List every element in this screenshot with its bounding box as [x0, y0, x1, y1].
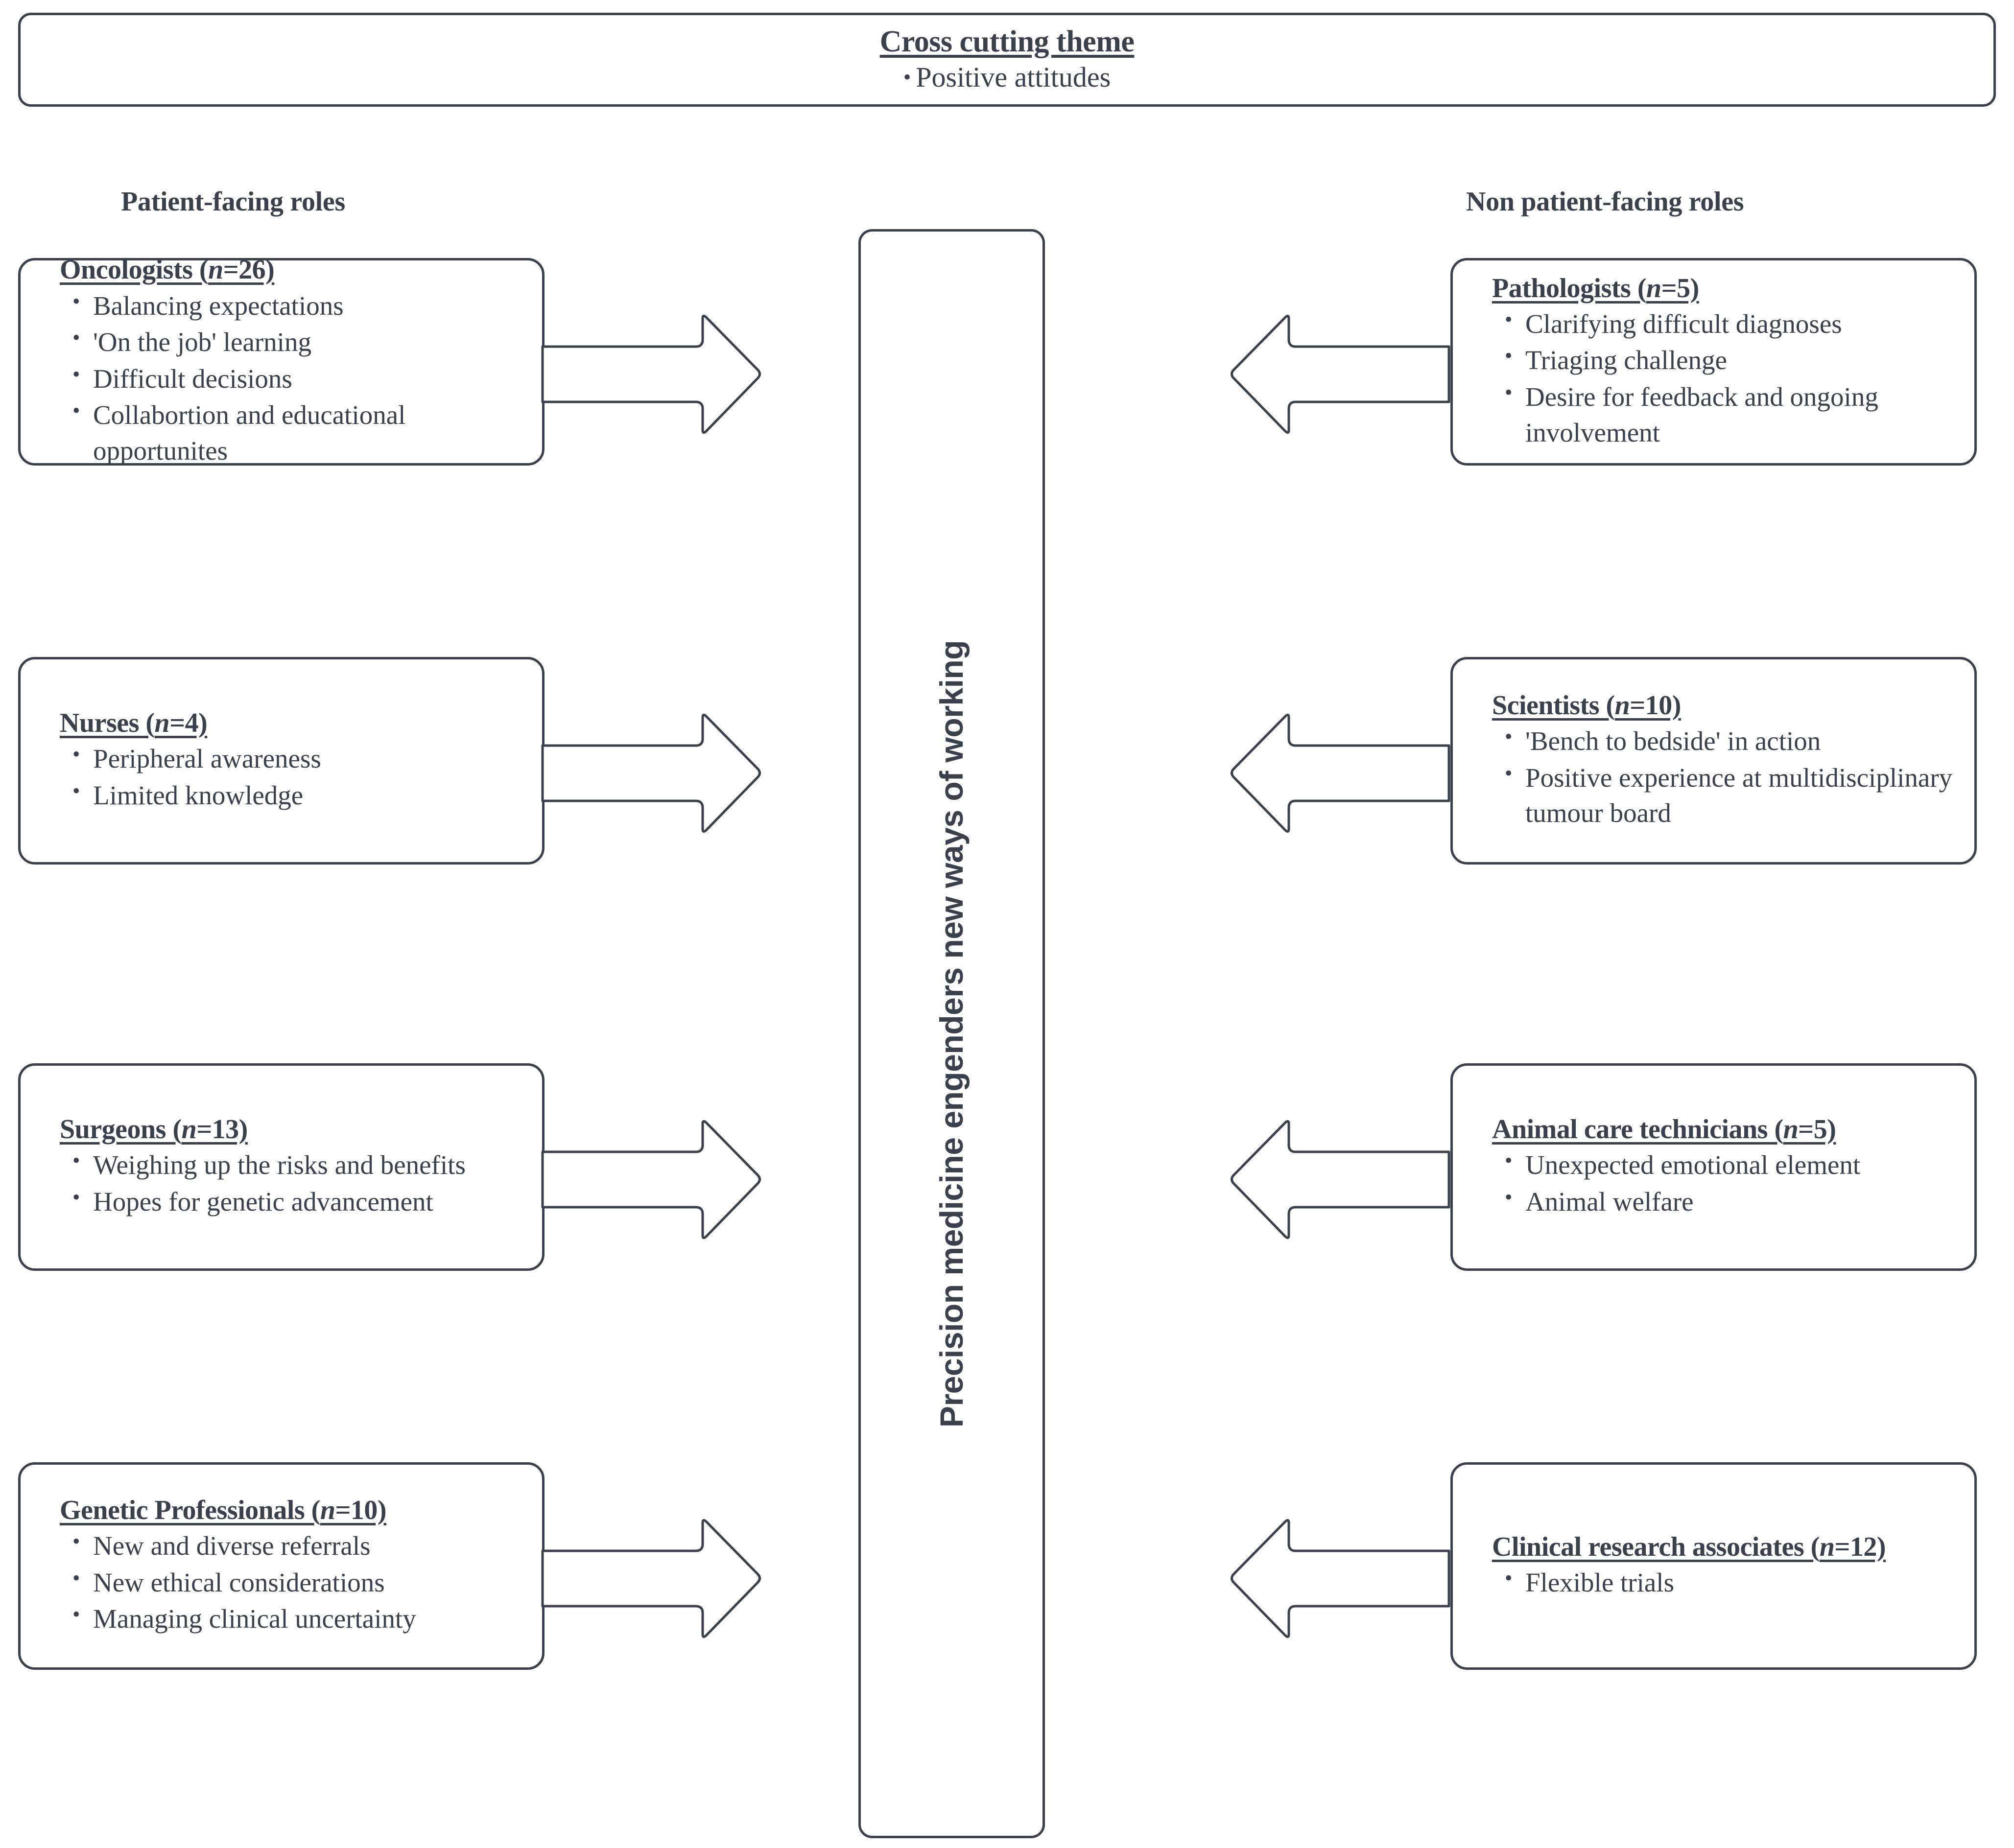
role-title-surgeons: Surgeons (n=13) — [60, 1114, 248, 1145]
role-title-scientists: Scientists (n=10) — [1492, 690, 1681, 721]
arrow-right-oncologists — [541, 314, 761, 434]
cross-cutting-theme-title: Cross cutting theme — [879, 25, 1135, 59]
cross-cutting-theme-box: Cross cutting theme •Positive attitudes — [18, 13, 1996, 107]
list-item: Managing clinical uncertainty — [71, 1600, 522, 1637]
list-item: 'Bench to bedside' in action — [1503, 723, 1955, 759]
list-item: Desire for feedback and ongoing involvem… — [1503, 378, 1955, 450]
list-item: Weighing up the risks and benefits — [71, 1146, 522, 1183]
role-title-clinical-research-associates: Clinical research associates (n=12) — [1492, 1531, 1886, 1562]
role-bullets-oncologists: Balancing expectations 'On the job' lear… — [60, 287, 522, 469]
role-box-surgeons: Surgeons (n=13) Weighing up the risks an… — [18, 1063, 545, 1271]
list-item: Balancing expectations — [71, 287, 522, 324]
arrow-right-nurses — [541, 713, 761, 833]
arrow-right-genetic-professionals — [541, 1519, 761, 1638]
arrow-left-pathologists — [1231, 314, 1450, 434]
arrow-left-scientists — [1231, 713, 1450, 833]
role-box-animal-care-technicians: Animal care technicians (n=5) Unexpected… — [1450, 1063, 1977, 1271]
role-bullets-surgeons: Weighing up the risks and benefits Hopes… — [60, 1146, 522, 1220]
role-box-oncologists: Oncologists (n=26) Balancing expectation… — [18, 255, 545, 469]
column-heading-non-patient-facing: Non patient-facing roles — [1466, 187, 1744, 217]
central-theme-label: Precision medicine engenders new ways of… — [933, 640, 970, 1427]
role-box-pathologists: Pathologists (n=5) Clarifying difficult … — [1450, 258, 1977, 466]
list-item: 'On the job' learning — [71, 324, 522, 360]
role-bullets-genetic-professionals: New and diverse referrals New ethical co… — [60, 1527, 522, 1637]
role-box-clinical-research-associates: Clinical research associates (n=12) Flex… — [1450, 1462, 1977, 1670]
central-theme-box: Precision medicine engenders new ways of… — [858, 229, 1045, 1838]
list-item: Clarifying difficult diagnoses — [1503, 305, 1955, 342]
role-title-genetic-professionals: Genetic Professionals (n=10) — [60, 1495, 387, 1526]
list-item: Difficult decisions — [71, 360, 522, 397]
arrow-left-animal-care-technicians — [1231, 1120, 1450, 1240]
role-bullets-animal-care-technicians: Unexpected emotional element Animal welf… — [1492, 1146, 1955, 1220]
list-item: Flexible trials — [1503, 1564, 1955, 1601]
role-title-nurses: Nurses (n=4) — [60, 708, 208, 739]
cross-cutting-theme-bullet-label: Positive attitudes — [916, 61, 1111, 94]
list-item: New and diverse referrals — [71, 1527, 522, 1564]
arrow-right-surgeons — [541, 1120, 761, 1240]
role-bullets-scientists: 'Bench to bedside' in action Positive ex… — [1492, 723, 1955, 831]
cross-cutting-theme-bullet: •Positive attitudes — [903, 61, 1111, 94]
role-bullets-clinical-research-associates: Flexible trials — [1492, 1564, 1955, 1601]
role-bullets-nurses: Peripheral awareness Limited knowledge — [60, 740, 522, 814]
list-item: Hopes for genetic advancement — [71, 1183, 522, 1220]
list-item: Collabortion and educational opportunite… — [71, 397, 522, 468]
column-heading-patient-facing: Patient-facing roles — [121, 187, 345, 217]
role-box-scientists: Scientists (n=10) 'Bench to bedside' in … — [1450, 657, 1977, 865]
role-title-oncologists: Oncologists (n=26) — [60, 255, 275, 285]
role-box-nurses: Nurses (n=4) Peripheral awareness Limite… — [18, 657, 545, 865]
bullet-dot-icon: • — [903, 65, 911, 90]
list-item: Triaging challenge — [1503, 342, 1955, 378]
role-title-pathologists: Pathologists (n=5) — [1492, 273, 1699, 304]
role-box-genetic-professionals: Genetic Professionals (n=10) New and div… — [18, 1462, 545, 1670]
list-item: Peripheral awareness — [71, 740, 522, 777]
role-title-animal-care-technicians: Animal care technicians (n=5) — [1492, 1114, 1836, 1145]
list-item: Positive experience at multidisciplinary… — [1503, 759, 1955, 831]
arrow-left-clinical-research-associates — [1231, 1519, 1450, 1638]
list-item: Animal welfare — [1503, 1183, 1955, 1220]
list-item: Limited knowledge — [71, 777, 522, 814]
list-item: New ethical considerations — [71, 1564, 522, 1601]
list-item: Unexpected emotional element — [1503, 1146, 1955, 1183]
role-bullets-pathologists: Clarifying difficult diagnoses Triaging … — [1492, 305, 1955, 450]
